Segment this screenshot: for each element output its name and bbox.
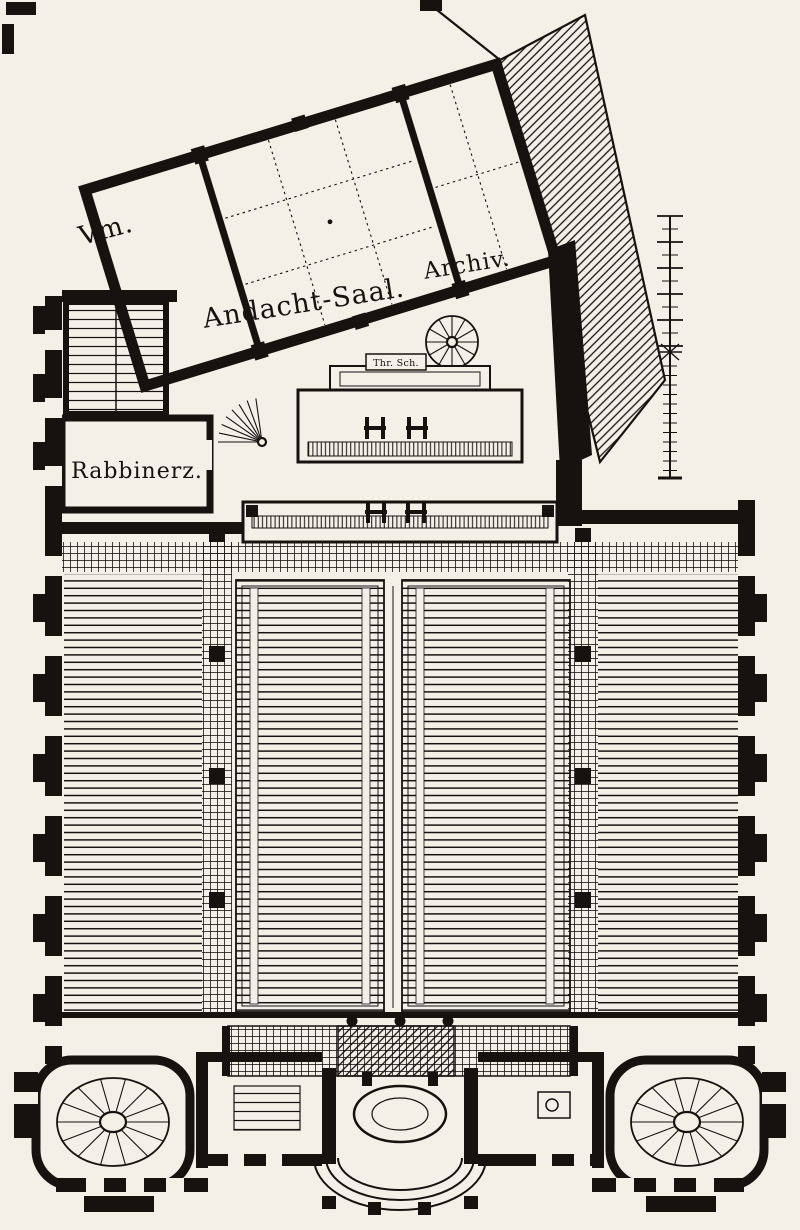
tower-base	[84, 1196, 154, 1212]
rabbi-room	[58, 414, 214, 514]
porch-column-bases	[322, 1196, 478, 1215]
pew-bank-center-left	[235, 579, 385, 1013]
pew-bank-west	[64, 574, 202, 1014]
stair-tower-west	[31, 1055, 195, 1212]
ark-label-box	[365, 353, 427, 371]
portal-jamb	[322, 1068, 336, 1164]
stove-box	[537, 1091, 571, 1119]
hall-north-wall	[62, 510, 755, 534]
room-label-ark: Thr. Sch.	[373, 358, 419, 369]
vestibule-dome	[352, 1084, 448, 1144]
corner-wall-fragments	[2, 2, 36, 54]
rail-columns	[346, 1015, 454, 1027]
scale-bar	[657, 215, 683, 480]
hall-east-wall	[738, 500, 767, 1064]
side-porches	[14, 1072, 786, 1138]
columns	[209, 528, 591, 908]
door-gap	[204, 440, 212, 470]
tower-base	[646, 1196, 716, 1212]
side-steps	[233, 1085, 301, 1131]
stove-circle	[545, 1098, 559, 1112]
window-gaps	[738, 556, 755, 1046]
choir-step-hatch	[251, 515, 549, 529]
room-label-rabbi-room: Rabbinerz.	[71, 459, 203, 484]
south-facade-walls	[56, 1178, 744, 1192]
vestibule-dark-floor	[337, 1025, 455, 1077]
ceiling-vault-lines	[225, 84, 520, 325]
portal-jamb	[464, 1068, 478, 1164]
wing-outer-wall	[78, 57, 564, 393]
platform-step-hatch	[307, 441, 513, 457]
plot-boundary-line	[431, 5, 501, 61]
spiral-stair	[425, 315, 479, 369]
winding-stair-west	[56, 1077, 170, 1167]
winding-stair-east	[630, 1077, 744, 1167]
hall-west-wall	[33, 296, 62, 1064]
chandelier-mark	[327, 219, 333, 225]
wing-wall-vm	[194, 148, 265, 358]
choir-platform	[241, 500, 559, 544]
entrance-steps	[313, 1157, 487, 1211]
inner-south-walls	[208, 1154, 592, 1166]
ark-area	[296, 353, 524, 464]
wing-wall-archiv	[395, 86, 466, 297]
entrance-hall	[196, 1052, 604, 1215]
south-vestibule-floor	[222, 1025, 578, 1077]
south-rail	[62, 1012, 738, 1018]
pilaster-stubs	[755, 594, 767, 1022]
hall-floor	[62, 528, 738, 1027]
wall-piers	[190, 83, 470, 361]
pew-bank-center-right	[401, 579, 571, 1013]
pew-bank-east	[598, 574, 738, 1014]
pilaster-stubs	[33, 306, 45, 1022]
annex-wing	[78, 57, 564, 393]
north-walkway-grid	[62, 542, 738, 572]
window-gaps	[45, 330, 62, 1046]
wall-fragment	[420, 0, 442, 11]
west-staircase	[62, 290, 177, 417]
ark-steps-inner	[339, 371, 481, 387]
fan-stair	[218, 398, 268, 448]
